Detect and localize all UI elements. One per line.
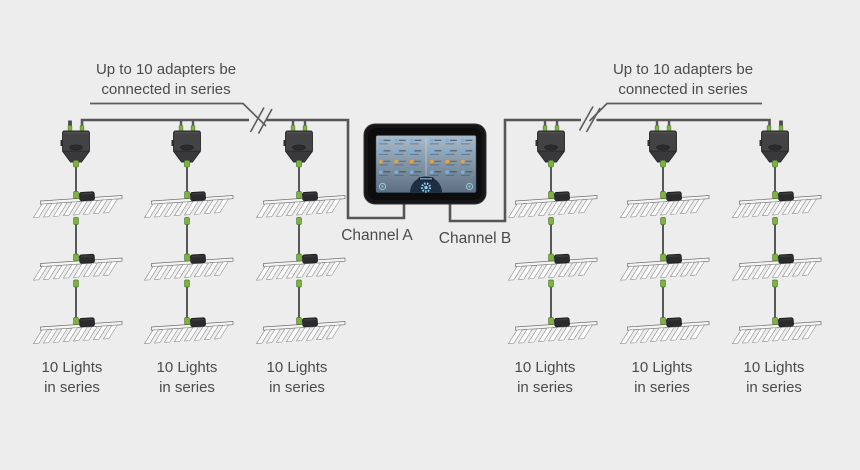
lights-label-left-2: 10 Lights in series: [156, 359, 218, 396]
annotation-right-line2: connected in series: [618, 81, 748, 98]
annotation-left-line2: connected in series: [101, 81, 231, 98]
wire-channel-a-bus: [80, 118, 406, 220]
channel-a-label: Channel A: [341, 227, 413, 244]
controller: [363, 123, 487, 205]
adapter-left-2: [171, 125, 201, 168]
lights-label-left-3: 10 Lights in series: [266, 359, 328, 396]
break-symbol-right-icon: [578, 106, 601, 133]
screen-corner-right-icon: [465, 182, 474, 191]
light-column-left-1: [33, 166, 122, 344]
light-column-left-2: [144, 166, 233, 344]
lights-label-right-3: 10 Lights in series: [743, 359, 805, 396]
free-pin-cap-left: [68, 120, 72, 126]
leader-line-right: [588, 102, 762, 122]
screen-bottom-arc: [410, 176, 442, 193]
adapter-right-3: [759, 125, 789, 168]
leader-line-left: [90, 102, 267, 127]
adapter-left-1: [60, 125, 90, 168]
adapter-left-3: [283, 125, 313, 168]
annotation-left: Up to 10 adapters be connected in series: [76, 60, 256, 100]
screen-corner-left-icon: [378, 182, 387, 191]
free-pin-cap-right: [779, 120, 783, 126]
channel-b-label: Channel B: [438, 230, 512, 247]
lights-label-right-2: 10 Lights in series: [631, 359, 693, 396]
wire-right-pin-stubs: [543, 119, 671, 127]
light-column-right-2: [620, 166, 709, 344]
light-column-left-3: [256, 166, 345, 344]
adapter-right-2: [647, 125, 677, 168]
annotation-right-line1: Up to 10 adapters be: [612, 61, 754, 78]
light-column-right-1: [508, 166, 597, 344]
screen-readout-text: [420, 178, 432, 180]
break-symbol-left-icon: [249, 107, 273, 134]
wire-channel-b-bus: [448, 118, 771, 223]
gear-icon: [420, 182, 432, 193]
annotation-left-line1: Up to 10 adapters be: [95, 61, 237, 78]
lights-label-left-1: 10 Lights in series: [41, 359, 103, 396]
lights-label-right-1: 10 Lights in series: [514, 359, 576, 396]
annotation-right: Up to 10 adapters be connected in series: [593, 60, 773, 100]
wire-left-pin-stubs: [179, 119, 307, 127]
adapter-right-1: [535, 125, 565, 168]
light-column-right-3: [732, 166, 821, 344]
